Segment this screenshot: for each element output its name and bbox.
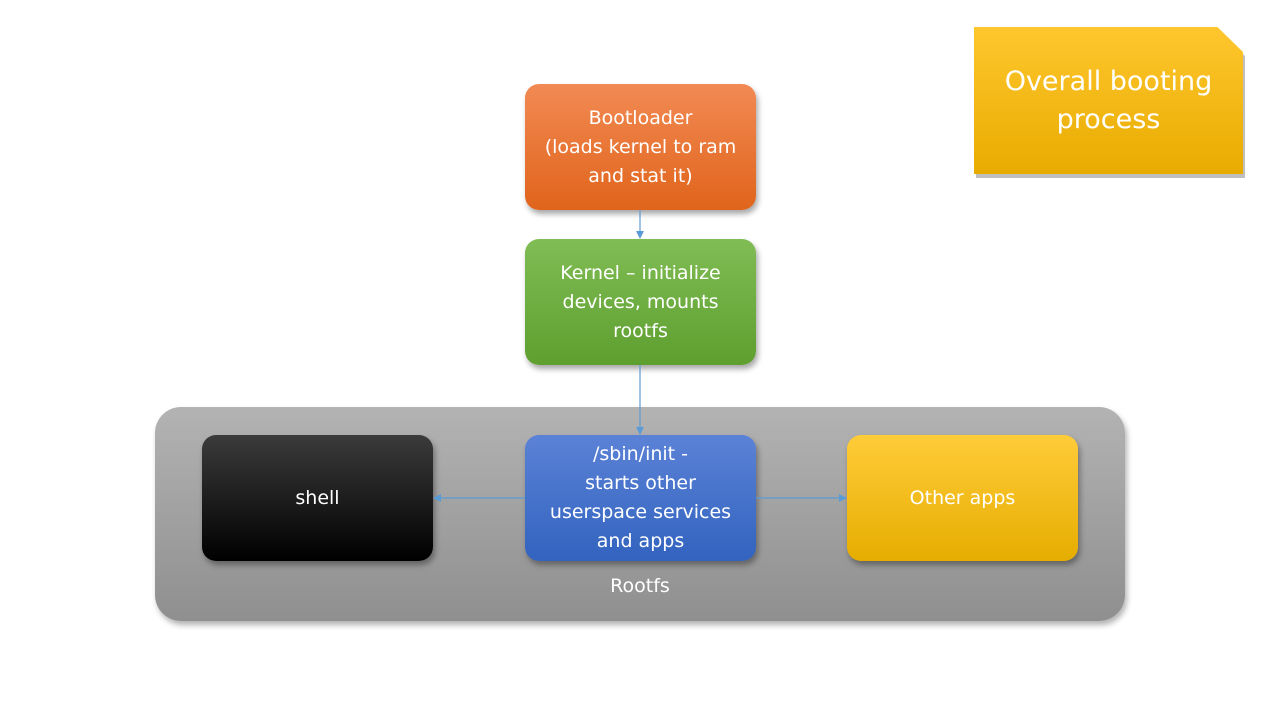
rootfs-label: Rootfs <box>610 575 670 597</box>
bootloader-text: Bootloader (loads kernel to ram and stat… <box>544 106 737 187</box>
init-text: /sbin/init - starts other userspace serv… <box>549 443 732 552</box>
bootloader-node: Bootloader (loads kernel to ram and stat… <box>525 84 756 210</box>
shell-node: shell <box>202 435 433 561</box>
init-node: /sbin/init - starts other userspace serv… <box>525 435 756 561</box>
other-apps-text: Other apps <box>909 486 1016 509</box>
kernel-node: Kernel – initialize devices, mounts root… <box>525 239 756 365</box>
shell-text: shell <box>295 486 340 509</box>
title-note: Overall booting process <box>974 27 1243 174</box>
other-apps-node: Other apps <box>847 435 1078 561</box>
kernel-text: Kernel – initialize devices, mounts root… <box>560 261 721 342</box>
